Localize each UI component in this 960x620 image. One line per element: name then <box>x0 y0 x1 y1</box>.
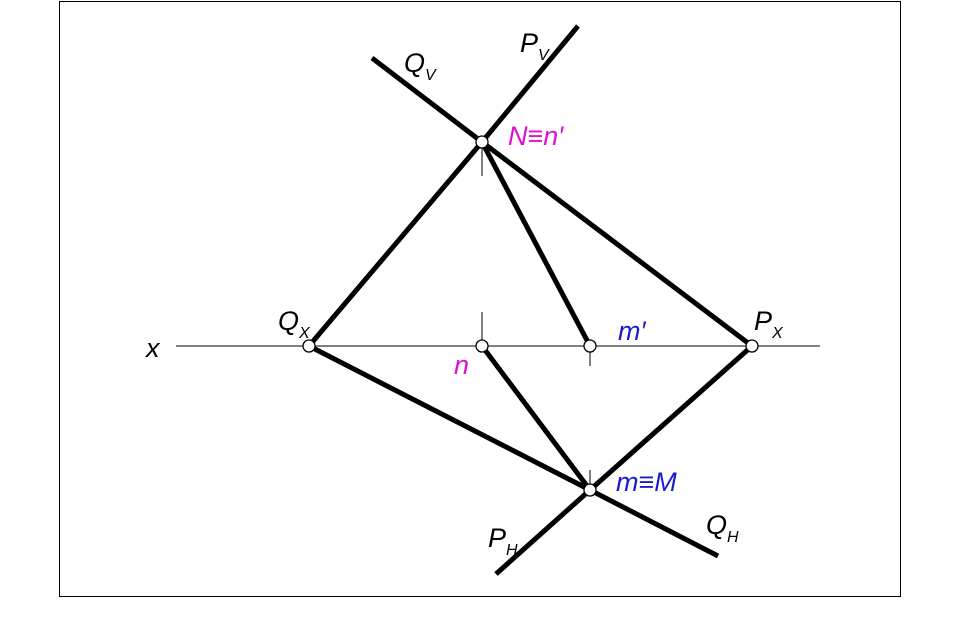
point-px <box>745 339 759 353</box>
point-N <box>475 135 489 149</box>
line-qx-to-N <box>307 140 484 348</box>
trace-ph <box>494 488 592 576</box>
label-px: PX <box>754 306 784 342</box>
point-qx <box>302 339 316 353</box>
label-qh: QH <box>706 510 739 546</box>
point-m-prime <box>583 339 597 353</box>
label-m-M: m≡M <box>616 467 677 497</box>
label-qv: QV <box>404 48 437 84</box>
trace-qv <box>370 56 484 144</box>
label-x-axis: x <box>144 333 161 363</box>
label-n: n <box>454 350 469 380</box>
label-qx: QX <box>278 306 311 342</box>
line-n-to-m <box>480 344 592 492</box>
line-N-to-px <box>480 140 754 348</box>
trace-qh <box>588 487 720 559</box>
label-m-prime: m′ <box>618 316 646 346</box>
line-qx-to-m <box>307 343 592 493</box>
trace-pv <box>480 24 580 144</box>
line-px-to-m <box>588 344 754 492</box>
point-n <box>475 339 489 353</box>
point-m <box>583 483 597 497</box>
label-ph: PH <box>488 523 518 559</box>
label-pv: PV <box>520 28 550 64</box>
line-N-to-mprime <box>479 140 593 348</box>
diagram-frame <box>59 1 901 597</box>
label-N-n-prime: N≡n′ <box>508 121 564 151</box>
